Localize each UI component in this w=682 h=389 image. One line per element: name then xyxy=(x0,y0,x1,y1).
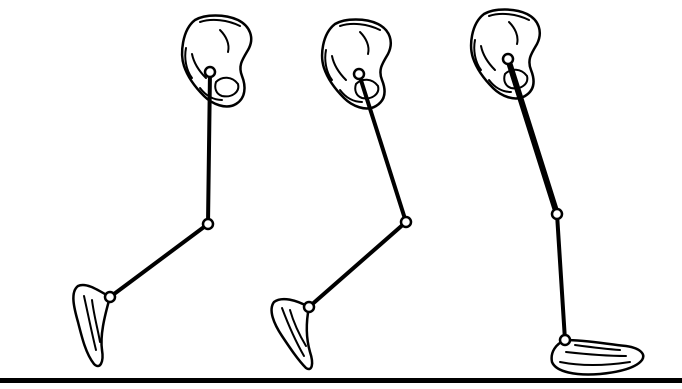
pelvis-sketch xyxy=(182,16,251,107)
ankle-joint xyxy=(304,302,314,312)
hip-joint xyxy=(354,69,364,79)
knee-joint xyxy=(401,217,411,227)
tibia-segment xyxy=(309,222,406,307)
pelvis-sketch xyxy=(322,20,391,109)
ankle-joint xyxy=(105,292,115,302)
knee-joint xyxy=(552,209,562,219)
leg-3 xyxy=(471,10,643,375)
tibia-segment xyxy=(110,224,208,297)
femur-segment xyxy=(359,74,406,222)
knee-joint xyxy=(203,219,213,229)
hip-joint xyxy=(503,54,513,64)
femur-segment xyxy=(208,72,210,224)
leg-1 xyxy=(73,16,251,367)
ankle-joint xyxy=(560,335,570,345)
ground-line xyxy=(0,378,682,383)
leg-2 xyxy=(272,20,411,370)
tibia-segment xyxy=(557,214,565,340)
hip-joint xyxy=(205,67,215,77)
